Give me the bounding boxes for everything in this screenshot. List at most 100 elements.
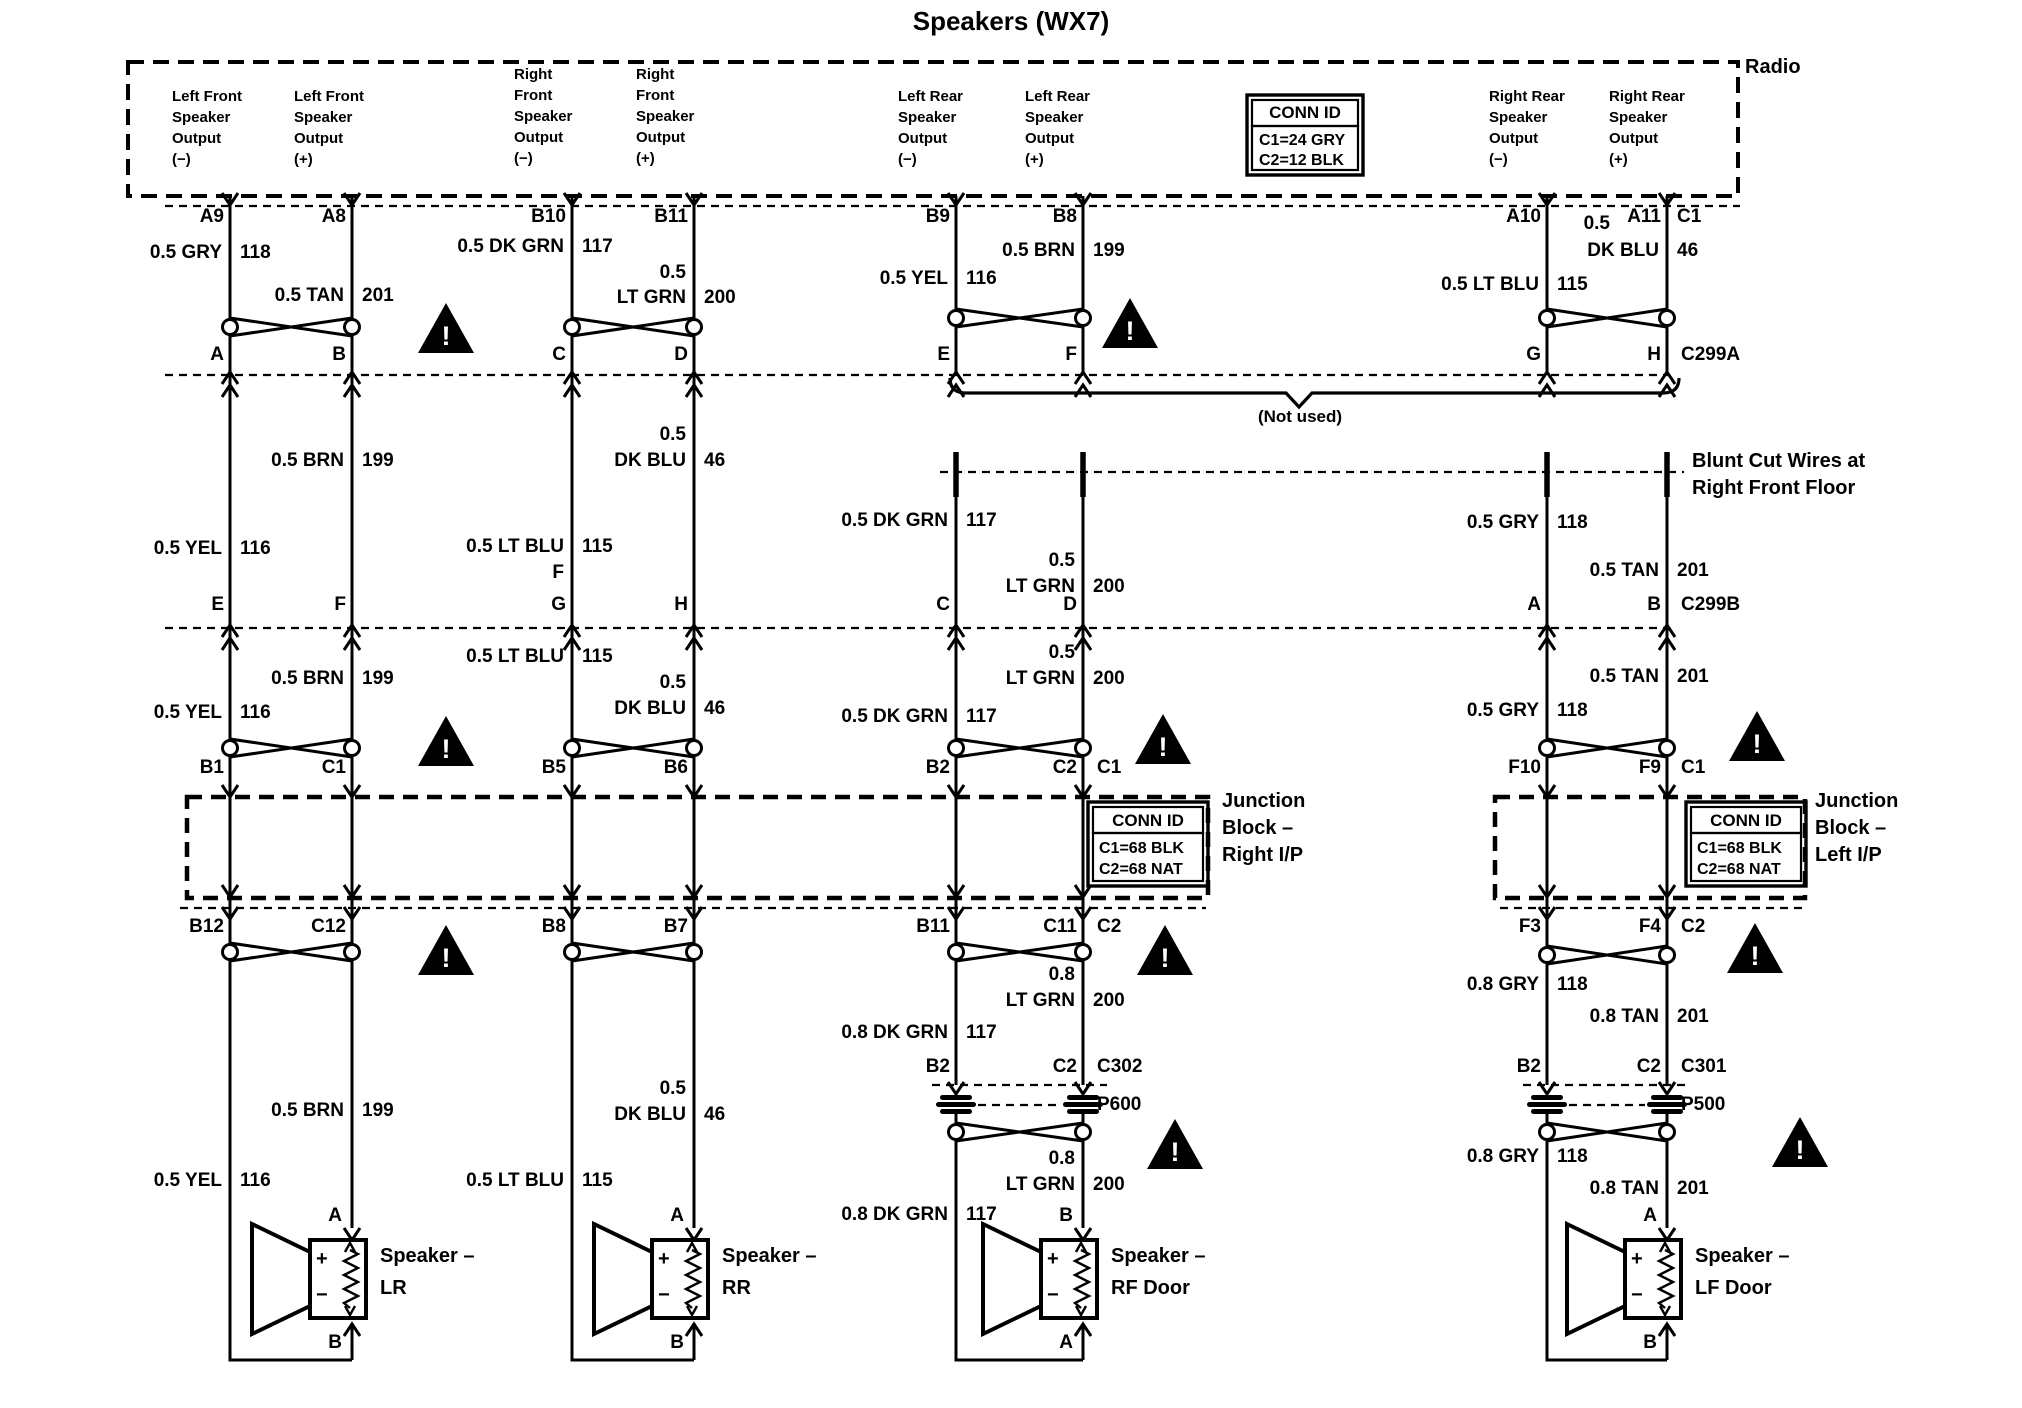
block-connector-ref: C1: [1681, 757, 1706, 778]
circuit-number: 117: [582, 236, 613, 257]
radio-output-lr-pos: Left Rear Speaker Output (+): [1025, 88, 1091, 168]
speaker-pin: A: [1643, 1205, 1657, 1226]
wire-color-label: LT GRN: [1005, 576, 1075, 597]
circuit-number: 199: [362, 1100, 394, 1121]
pin-id: B11: [654, 206, 688, 227]
radio-conn-id-box: [1245, 93, 1365, 177]
circuit-number: 46: [1677, 240, 1699, 261]
circuit-number: 117: [966, 1022, 997, 1043]
circuit-number: 117: [966, 510, 997, 531]
speaker-label-lr: Speaker – LR: [380, 1245, 475, 1299]
circuit-number: 200: [1093, 1174, 1125, 1195]
junction-left-conn-id-line1: C1=68 BLK: [1697, 840, 1782, 857]
circuit-number: 116: [240, 1170, 271, 1191]
block-connector-ref: C1: [1097, 757, 1122, 778]
wire-size-label: 0.5: [1048, 642, 1075, 663]
connector-pin: B: [1647, 594, 1661, 615]
speaker-minus: −: [1047, 1284, 1059, 1306]
pin-id: B10: [531, 206, 566, 227]
connector-pin: G: [551, 594, 566, 615]
circuit-number: 199: [362, 668, 394, 689]
connector-pin: B8: [541, 916, 566, 937]
radio-output-rr-pos: Right Rear Speaker Output (+): [1609, 88, 1685, 168]
circuit-number: 117: [966, 1204, 997, 1225]
pin-id: A10: [1506, 206, 1541, 227]
connector-pin: B5: [541, 757, 566, 778]
wire-pair-right-front: [570, 196, 696, 1362]
connector-pin: G: [1526, 344, 1541, 365]
wire-color-label: 0.8 GRY: [1466, 974, 1539, 995]
wire-color-label: 0.5 DK GRN: [841, 706, 948, 727]
wire-color-label: 0.5 DK GRN: [457, 236, 564, 257]
wire-color-label: 0.5 GRY: [1466, 700, 1539, 721]
connector-pin: B: [332, 344, 346, 365]
warning-glyph: !: [1795, 1135, 1805, 1165]
wire-color-label: DK BLU: [614, 698, 686, 719]
circuit-number: 117: [966, 706, 997, 727]
radio-output-lf-neg: Left Front Speaker Output (−): [172, 88, 242, 168]
pin-id: A9: [199, 206, 224, 227]
wire-size-label: 0.8: [1048, 964, 1075, 985]
wire-color-label: 0.5 LT BLU: [466, 646, 564, 667]
wire-size-label: 0.5: [659, 1078, 686, 1099]
wire-color-label: 0.5 TAN: [1589, 666, 1659, 687]
pin-id: B9: [925, 206, 950, 227]
circuit-number: 46: [704, 450, 726, 471]
connector-pin: B2: [925, 1056, 950, 1077]
radio-output-rf-pos: Right Front Speaker Output (+): [636, 66, 695, 167]
connector-label-c299a: C299A: [1681, 344, 1741, 365]
connector-pin: C1: [321, 757, 346, 778]
connector-label-c299b: C299B: [1681, 594, 1741, 615]
wire-color-label: 0.5 LT BLU: [466, 1170, 564, 1191]
connector-pin: B1: [199, 757, 224, 778]
radio-conn-id-line1: C1=24 GRY: [1259, 132, 1346, 149]
warning-glyph: !: [1170, 1137, 1180, 1167]
connector-pin: H: [674, 594, 688, 615]
warning-glyph: !: [1158, 732, 1168, 762]
radio-connector-ref: C1: [1677, 206, 1702, 227]
wire-color-label: 0.5 BRN: [271, 668, 344, 689]
connector-pin: B11: [916, 916, 950, 937]
connector-pin: C12: [311, 916, 346, 937]
wire-size-label: 0.5: [659, 262, 686, 283]
warning-glyph: !: [1125, 316, 1135, 346]
connector-pin: B2: [925, 757, 950, 778]
speaker-plus: +: [658, 1248, 670, 1270]
connector-pin: F3: [1518, 916, 1541, 937]
connector-pin: C11: [1043, 916, 1077, 937]
circuit-number: 118: [1557, 700, 1588, 721]
junction-right-conn-id-line1: C1=68 BLK: [1099, 840, 1184, 857]
not-used-note: (Not used): [1257, 407, 1343, 426]
connector-pin: C2: [1052, 757, 1077, 778]
circuit-number: 118: [240, 242, 271, 263]
stray-pin-ref: F: [552, 562, 564, 583]
speaker-minus: −: [658, 1284, 670, 1306]
circuit-number: 201: [362, 285, 394, 306]
speaker-plus: +: [316, 1248, 328, 1270]
junction-left-conn-id-line2: C2=68 NAT: [1697, 861, 1781, 878]
wire-color-label: 0.5 TAN: [274, 285, 344, 306]
junction-left-conn-id-title: CONN ID: [1710, 811, 1782, 830]
circuit-number: 46: [704, 698, 726, 719]
pin-id: B8: [1052, 206, 1077, 227]
radio-output-lf-pos: Left Front Speaker Output (+): [294, 88, 364, 168]
wire-color-label: 0.5 BRN: [271, 1100, 344, 1121]
connector-pin: B12: [189, 916, 224, 937]
radio-conn-id-line2: C2=12 BLK: [1259, 152, 1344, 169]
block-connector-ref: C2: [1681, 916, 1706, 937]
speaker-plus: +: [1631, 1248, 1643, 1270]
pin-id: A8: [321, 206, 346, 227]
blunt-cut-stubs: [953, 452, 1670, 497]
speaker-pin: A: [1059, 1332, 1073, 1353]
radio-box: [126, 60, 1740, 198]
radio-conn-id-title: CONN ID: [1269, 103, 1341, 122]
circuit-number: 201: [1677, 1178, 1709, 1199]
speaker-label-lf-door: Speaker – LF Door: [1695, 1245, 1790, 1299]
wires: [228, 196, 1669, 1362]
radio-output-rf-neg: Right Front Speaker Output (−): [514, 66, 573, 167]
connector-lines: [165, 204, 1802, 1107]
wire-color-label: 0.5 GRY: [149, 242, 222, 263]
wire-size-label: 0.5: [659, 672, 686, 693]
connector-pin: C2: [1636, 1056, 1661, 1077]
